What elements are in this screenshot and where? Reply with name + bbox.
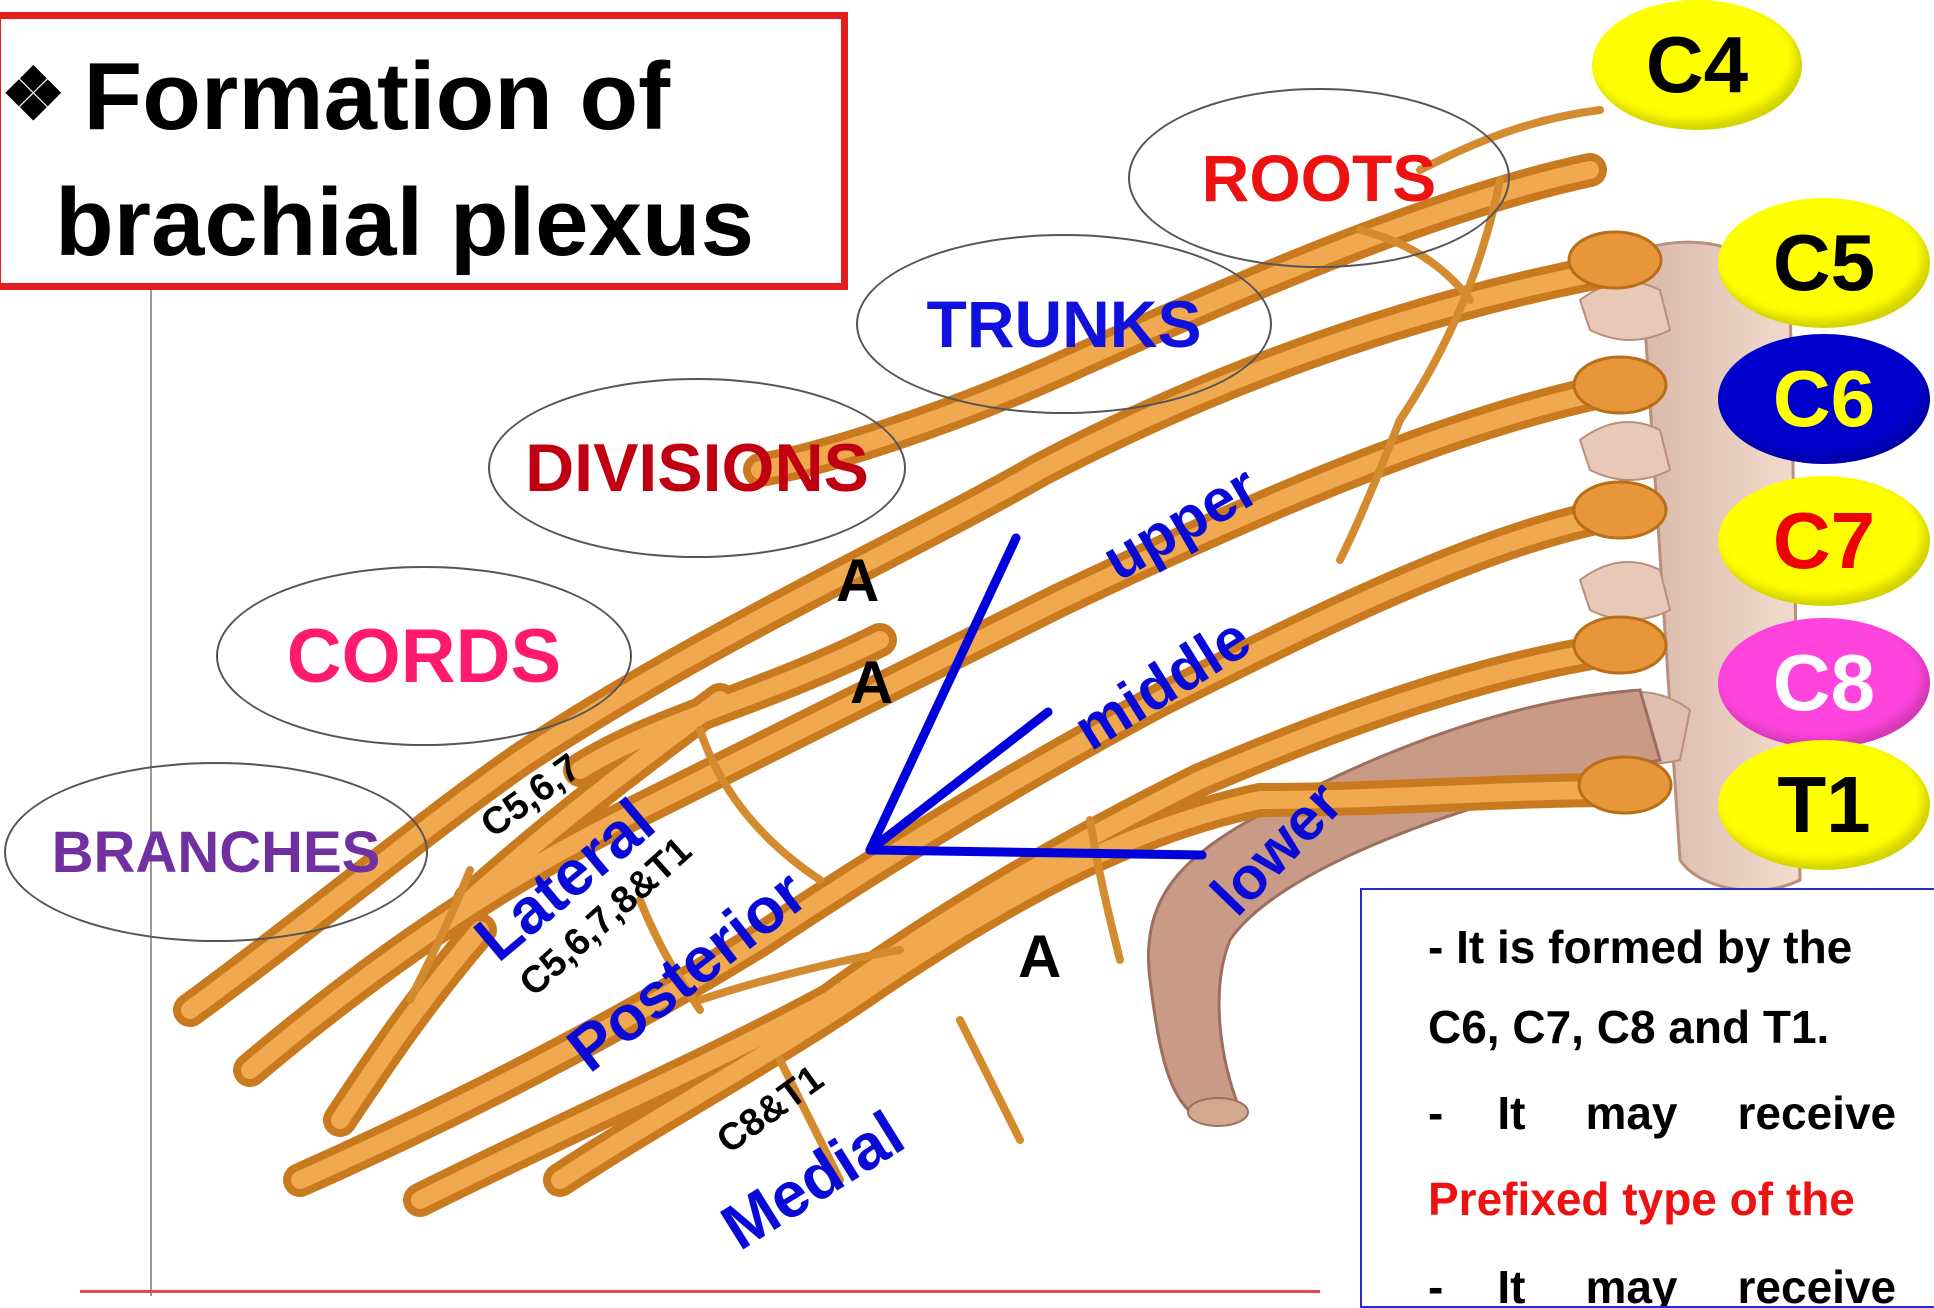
cords-oval: CORDS	[216, 566, 632, 746]
trunks-oval: TRUNKS	[856, 234, 1272, 414]
divisions-oval: DIVISIONS	[488, 378, 906, 558]
cords-label: CORDS	[287, 613, 561, 700]
c7-badge: C7	[1718, 476, 1930, 606]
diamond-bullet-icon: ❖	[1, 55, 66, 135]
t1-badge: T1	[1718, 740, 1930, 870]
trunks-label: TRUNKS	[927, 286, 1202, 362]
roots-label: ROOTS	[1202, 140, 1437, 216]
info-text-box: - It is formed by the C6, C7, C8 and T1.…	[1360, 888, 1934, 1308]
anterior-division-marker-3: A	[1018, 922, 1061, 991]
info-line-1: - It is formed by the	[1428, 920, 1852, 974]
c6-badge: C6	[1718, 334, 1930, 464]
anterior-division-marker-2: A	[850, 648, 893, 717]
roots-oval: ROOTS	[1128, 88, 1510, 268]
anterior-division-marker-1: A	[836, 546, 879, 615]
title-line-1: ❖Formation of	[1, 49, 670, 145]
info-line-4: Prefixed type of the	[1428, 1172, 1855, 1226]
title-box: ❖Formation of brachial plexus	[0, 12, 848, 290]
c5-badge: C5	[1718, 198, 1930, 328]
title-text-1: Formation of	[84, 43, 671, 150]
c4-badge: C4	[1592, 0, 1802, 130]
divisions-label: DIVISIONS	[525, 429, 869, 507]
c8-badge: C8	[1718, 618, 1930, 748]
title-line-2: brachial plexus	[55, 175, 754, 271]
branches-label: BRANCHES	[52, 819, 381, 886]
info-line-2: C6, C7, C8 and T1.	[1428, 1000, 1829, 1054]
branches-oval: BRANCHES	[4, 762, 428, 942]
